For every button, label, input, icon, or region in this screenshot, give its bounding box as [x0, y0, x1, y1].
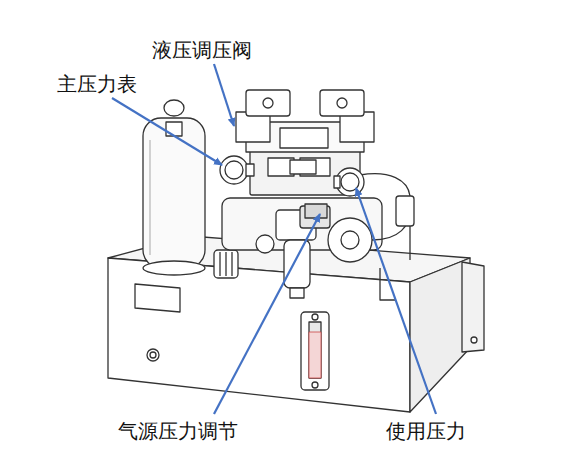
- callout-label: 气源压力调节: [118, 419, 238, 443]
- callout-label: 主压力表: [57, 72, 137, 96]
- callout-label: 使用压力: [386, 419, 466, 443]
- callout-label: 液压调压阀: [152, 38, 252, 62]
